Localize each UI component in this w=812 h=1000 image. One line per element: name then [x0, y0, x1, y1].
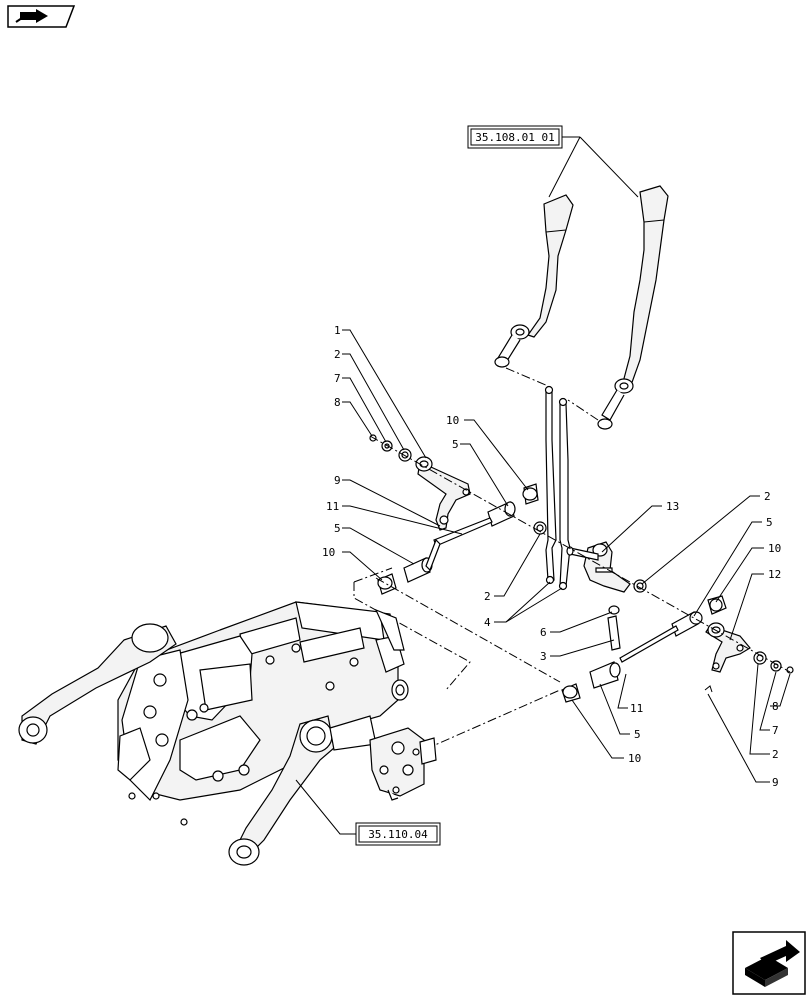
callout-10c: 10 [768, 542, 781, 555]
lift-arm-left [18, 623, 177, 745]
bushings-right-group [561, 595, 794, 703]
callout-4: 4 [484, 616, 491, 629]
lift-arm-right [228, 715, 377, 866]
reference-box-top[interactable]: 35.108.01 01 [467, 125, 563, 149]
bushings-left-group [369, 434, 547, 595]
callout-5c: 5 [766, 516, 773, 529]
hand-lever-right [597, 185, 669, 430]
callout-7: 7 [334, 372, 341, 385]
callout-11: 11 [326, 500, 339, 513]
pivot-bracket [566, 541, 647, 651]
lever-bracket [415, 456, 471, 531]
callout-6: 6 [540, 626, 547, 639]
callout-10b: 10 [322, 546, 335, 559]
callout-9: 9 [334, 474, 341, 487]
rear-hitch-housing [117, 601, 409, 826]
callout-5d: 5 [634, 728, 641, 741]
callout-13: 13 [666, 500, 679, 513]
callout-5b: 5 [334, 522, 341, 535]
reference-bottom-label: 35.110.04 [368, 828, 428, 841]
callout-2: 2 [334, 348, 341, 361]
callout-3: 3 [540, 650, 547, 663]
callout-9b: 9 [772, 776, 779, 789]
callout-11b: 11 [630, 702, 643, 715]
reference-top-label: 35.108.01 01 [475, 131, 554, 144]
next-page-icon[interactable] [732, 931, 806, 995]
callout-7b: 7 [772, 724, 779, 737]
control-valve [369, 727, 437, 801]
reference-box-bottom[interactable]: 35.110.04 [355, 822, 441, 846]
callouts: 1 2 7 8 10 5 9 11 5 10 13 2 2 [322, 324, 791, 789]
callout-10d: 10 [628, 752, 641, 765]
callout-12: 12 [768, 568, 781, 581]
hand-lever-left [494, 194, 574, 368]
callout-5: 5 [452, 438, 459, 451]
callout-2e: 2 [772, 748, 779, 761]
callout-8: 8 [334, 396, 341, 409]
book-arrow-icon[interactable] [7, 5, 76, 28]
callout-2c: 2 [484, 590, 491, 603]
callout-1: 1 [334, 324, 341, 337]
control-rods [544, 385, 571, 591]
callout-10: 10 [446, 414, 459, 427]
callout-2b: 2 [764, 490, 771, 503]
